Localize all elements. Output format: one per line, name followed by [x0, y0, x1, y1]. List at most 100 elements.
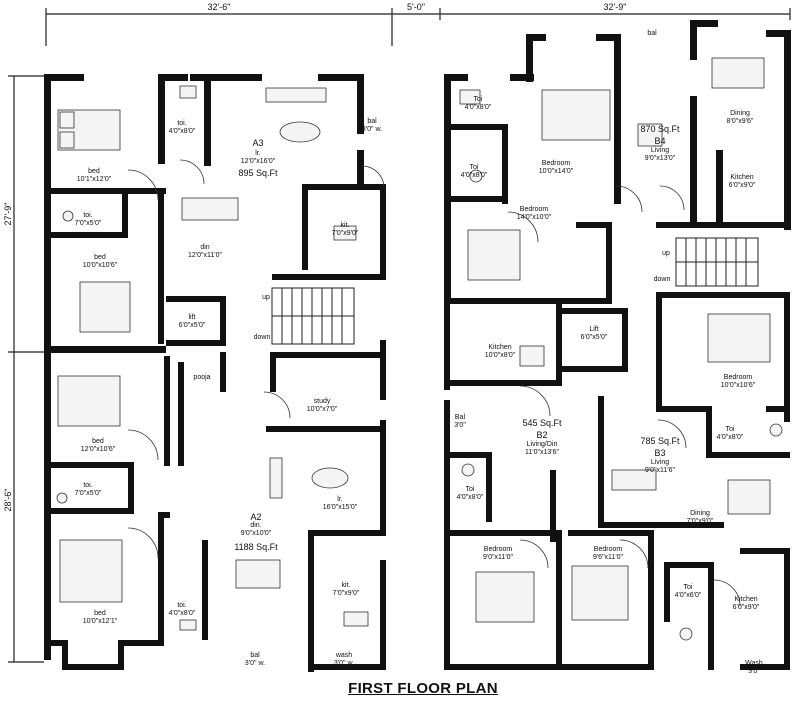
room-label-line: 6'0"x9'0" [728, 182, 756, 189]
room-label-line: bed [94, 254, 106, 261]
room-label-line: A2 [250, 512, 262, 522]
room-label-line: Toi [465, 486, 475, 493]
room-label-line: Kitchen [488, 344, 512, 351]
room-label-line: Toi [683, 584, 693, 591]
stairs-left-down: down [253, 334, 271, 341]
room-label-line: toi. [83, 212, 93, 219]
room-label-line: Wash [745, 660, 763, 667]
room-label-line: 4'0"x8'0" [168, 128, 196, 135]
room-label-line: Bedroom [519, 206, 549, 213]
room-label-line: 6'0"x9'0" [732, 604, 760, 611]
room-l-pooja: pooja [193, 374, 211, 381]
unit-a3-area: 895 Sq.Ft [238, 168, 278, 178]
room-label-line: 3'0" w. [361, 126, 383, 133]
room-label-line: bal [250, 652, 260, 659]
room-l-kit1: kit.7'0"x9'0" [332, 222, 359, 238]
room-label-line: 3'0" w. [333, 660, 355, 667]
room-label-line: 4'0"x8'0" [716, 434, 744, 441]
room-label-line: 10'0"x14'0" [538, 168, 574, 175]
room-l-toi4: toi.4'0"x8'0" [169, 602, 196, 618]
unit-a2-area: 1188 Sq.Ft [234, 542, 278, 552]
room-label-line: Lift [589, 326, 599, 333]
room-label-line: 10'0"x10'6" [82, 262, 118, 269]
room-label-line: 7'0"x9'0" [331, 230, 359, 237]
unit-b4-name: B4 [654, 136, 666, 146]
room-label-line: 14'0"x10'0" [516, 214, 552, 221]
left-staircase [271, 287, 355, 345]
room-label-line: 4'0"x8'0" [464, 104, 492, 111]
room-l-lr: lr. 12'0"x16'0" [241, 150, 276, 166]
room-label-line: Kitchen [734, 596, 758, 603]
dimension-left-lower: 28'-6" [3, 488, 13, 512]
left-block-furniture [56, 85, 369, 631]
room-label-line: 9'0"x11'6" [644, 467, 676, 474]
right-door-swings [507, 185, 741, 607]
room-label-line: 16'0"x15'0" [322, 504, 358, 511]
room-l-kit2: kit.7'0"x9'0" [333, 582, 360, 598]
unit-b4-area: 870 Sq.Ft [640, 124, 680, 134]
unit-a2-room: din.9'0"x10'0" [241, 522, 272, 538]
room-label-line: 4'0"x8'0" [460, 172, 488, 179]
room-label-line: 8'0"x9'6" [726, 118, 754, 125]
room-label-line: 6'0"x5'0" [580, 334, 608, 341]
room-label-line: 7'0"x5'0" [74, 490, 102, 497]
dimension-left-upper: 27'-9" [3, 202, 13, 226]
room-label-line: 10'0"x12'1" [82, 618, 118, 625]
room-label-line: Bal [454, 414, 466, 421]
dimension-top-right: 32'-9" [603, 2, 627, 12]
room-label-line: Toi [473, 96, 483, 103]
room-label-line: 9'6"x11'0" [592, 554, 624, 561]
room-label-line: 12'0"x10'6" [80, 446, 116, 453]
unit-b2-area: 545 Sq.Ft [522, 418, 562, 428]
unit-a3-name: A3 [252, 138, 264, 148]
room-label-line: 4'0"x8'0" [168, 610, 196, 617]
room-label-line: Dining [730, 110, 750, 117]
room-label-line: 3'0" w. [244, 660, 266, 667]
room-label-line: lr. [337, 496, 343, 503]
room-label-line: study [313, 398, 331, 405]
dimension-top-left: 32'-6" [207, 2, 231, 12]
room-label-line: 4'0"x6'0" [674, 592, 702, 599]
unit-a2-label: A2 [250, 512, 261, 522]
room-label-line: Bedroom [593, 546, 623, 553]
room-label-line: Living [650, 147, 670, 154]
left-block-walls [44, 74, 386, 672]
stairs-right-up: up [662, 250, 670, 257]
dimension-lines [8, 8, 791, 663]
room-label-line: 7'0"x9'0" [686, 518, 714, 525]
room-label-line: din [200, 244, 210, 251]
room-label-line: 7'0"x9'0" [332, 590, 360, 597]
unit-b2-name: B2 [536, 430, 548, 440]
room-l-toi1: toi.4'0"x8'0" [169, 120, 196, 136]
unit-b3-area: 785 Sq.Ft [640, 436, 680, 446]
room-label-line: toi. [177, 120, 187, 127]
room-label-line: 10'0"x10'6" [720, 382, 756, 389]
right-block-walls [444, 20, 791, 670]
room-label-line: 10'1"x12'0" [76, 176, 112, 183]
unit-a3-label: A3 [252, 138, 263, 148]
room-label-line: 7'0"x5'0" [74, 220, 102, 227]
room-label-line: bed [88, 168, 100, 175]
room-label-line: 4'0"x8'0" [456, 494, 484, 501]
room-label-line: Living/Din [526, 441, 558, 448]
right-block-furniture [459, 57, 783, 641]
